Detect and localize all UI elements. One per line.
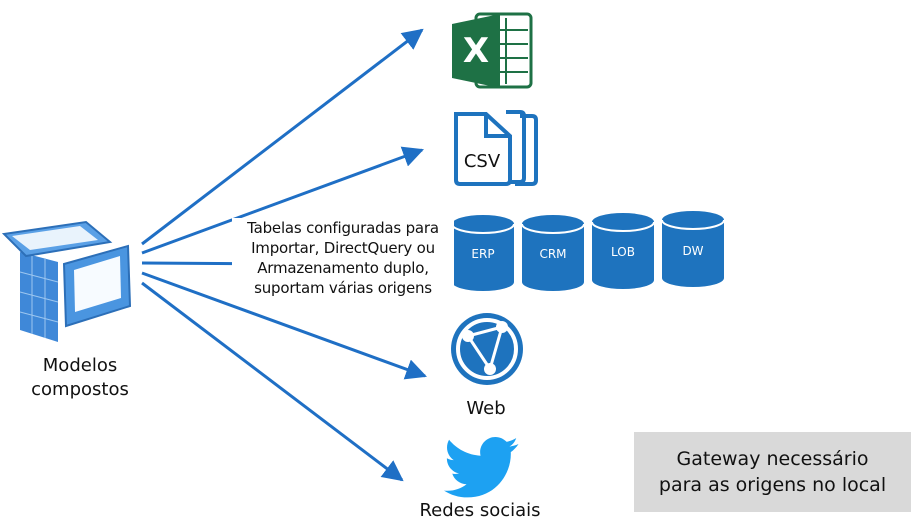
arrow-to-web	[141, 271, 427, 380]
caption-line1: Tabelas configuradas para	[232, 218, 454, 238]
gateway-note: Gateway necessário para as origens no lo…	[634, 432, 911, 512]
web-globe-icon	[451, 313, 523, 385]
social-media-label: Redes sociais	[419, 500, 541, 521]
note-line2: para as origens no local	[658, 474, 887, 496]
composite-model-icon	[1, 220, 132, 342]
database-dw-label: DW	[682, 244, 703, 258]
csv-label: CSV	[464, 151, 501, 172]
composite-model-label: Modelos compostos	[20, 354, 140, 402]
database-dw: DW	[661, 211, 725, 287]
composite-label-line2: compostos	[31, 379, 129, 400]
database-lob-label: LOB	[611, 245, 635, 259]
storage-mode-caption: Tabelas configuradas para Importar, Dire…	[232, 218, 454, 298]
arrow-to-csv	[141, 146, 424, 255]
caption-line2: Importar, DirectQuery ou	[232, 238, 454, 258]
database-crm: CRM	[521, 215, 585, 291]
caption-line4: suportam várias origens	[232, 278, 454, 298]
csv-icon	[454, 110, 538, 186]
database-erp-label: ERP	[471, 247, 494, 261]
web-label: Web	[466, 398, 506, 419]
arrow-to-excel	[141, 28, 424, 246]
excel-icon: X	[452, 12, 533, 89]
note-line1: Gateway necessário	[676, 448, 869, 470]
database-erp: ERP	[451, 215, 515, 291]
database-lob: LOB	[591, 213, 655, 289]
database-crm-label: CRM	[539, 247, 566, 261]
twitter-bird-icon	[444, 436, 519, 498]
caption-line3: Armazenamento duplo,	[232, 258, 454, 278]
arrow-to-social	[141, 281, 404, 482]
excel-letter: X	[463, 31, 489, 71]
composite-label-line1: Modelos	[42, 355, 118, 376]
